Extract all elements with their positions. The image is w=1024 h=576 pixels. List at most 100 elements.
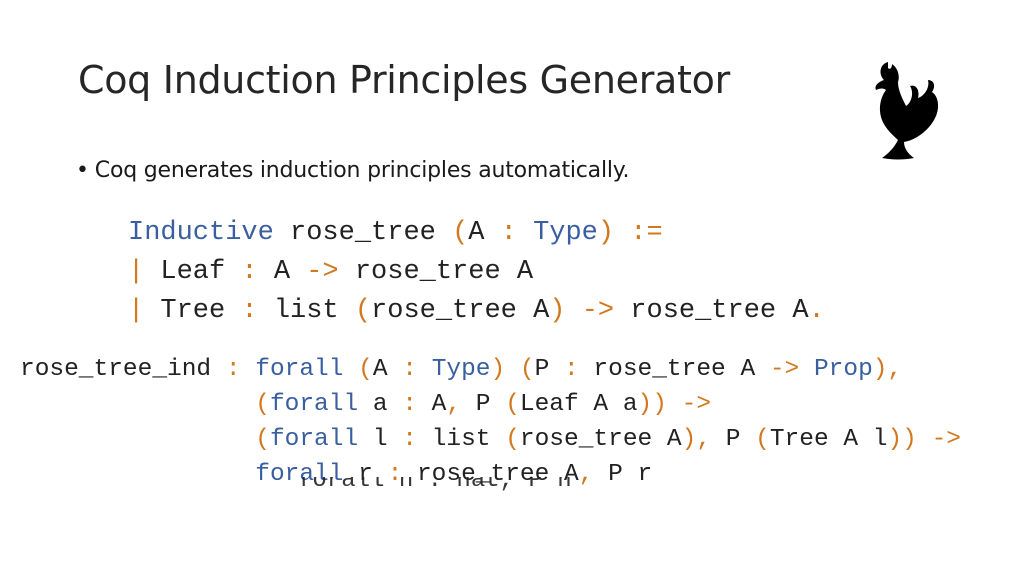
definition-line-1: Inductive rose_tree (A : Type) := xyxy=(128,214,825,253)
code-token: -> xyxy=(931,426,961,453)
code-token: ( xyxy=(505,391,520,418)
code-token: a xyxy=(358,391,403,418)
code-token: forall xyxy=(269,391,359,418)
code-token: Tree xyxy=(144,296,242,326)
code-token: Tree A l xyxy=(769,426,888,453)
code-token: : xyxy=(564,356,579,383)
code-token: ( xyxy=(255,426,270,453)
code-token: rose_tree A xyxy=(614,296,809,326)
code-token: ( xyxy=(255,391,270,418)
code-token: Type xyxy=(431,356,491,383)
code-token: -> xyxy=(769,356,800,383)
code-token: A xyxy=(468,218,501,248)
code-token: A xyxy=(257,257,307,287)
code-token: )) xyxy=(887,426,917,453)
code-token xyxy=(343,356,358,383)
code-token: list xyxy=(257,296,355,326)
code-token: rose_tree xyxy=(273,218,453,248)
code-token: ( xyxy=(519,356,535,383)
bullet-text: Coq generates induction principles autom… xyxy=(94,158,630,183)
code-token: -> xyxy=(681,391,712,418)
code-token: : xyxy=(402,391,417,418)
overlapped-code-text: forall n : nat, P n xyxy=(298,477,572,491)
code-token: ( xyxy=(354,296,372,326)
code-token: list xyxy=(416,426,506,453)
code-token: P xyxy=(534,356,565,383)
code-token: A xyxy=(372,356,403,383)
code-token: , xyxy=(446,391,462,418)
code-token: : xyxy=(402,356,417,383)
code-token: forall xyxy=(255,356,344,383)
code-token: ( xyxy=(452,218,469,248)
code-token: Inductive xyxy=(128,218,274,248)
code-token xyxy=(20,426,255,453)
code-token: Type xyxy=(533,218,598,248)
code-token: rose_tree_ind xyxy=(20,356,226,383)
code-token: : xyxy=(387,461,403,488)
code-token: ) xyxy=(490,356,506,383)
code-token: , xyxy=(887,356,903,383)
code-token xyxy=(20,461,255,488)
code-token: rose_tree A xyxy=(402,461,579,488)
definition-line-2: | Leaf : A -> rose_tree A xyxy=(128,253,825,292)
definition-line-3: | Tree : list (rose_tree A) -> rose_tree… xyxy=(128,292,825,331)
code-token: : xyxy=(241,257,258,287)
code-token: ( xyxy=(358,356,373,383)
code-token: l xyxy=(358,426,403,453)
code-token: : xyxy=(402,426,417,453)
code-token: A xyxy=(416,391,447,418)
code-token: P xyxy=(461,391,506,418)
code-token: )) xyxy=(637,391,667,418)
code-token xyxy=(505,356,520,383)
code-token: ( xyxy=(755,426,770,453)
slide-title: Coq Induction Principles Generator xyxy=(78,58,730,102)
code-token xyxy=(799,356,814,383)
code-token xyxy=(667,391,682,418)
code-token: ( xyxy=(505,426,520,453)
code-token: ) xyxy=(549,296,566,326)
code-token: P r xyxy=(593,461,653,488)
code-token: : xyxy=(500,218,517,248)
inductive-definition: Inductive rose_tree (A : Type) :=| Leaf … xyxy=(128,214,825,331)
code-token: ) xyxy=(597,218,615,248)
principle-line-4: forall r : rose_tree A, P r xyxy=(20,457,961,492)
code-token: : xyxy=(225,356,241,383)
code-token: rose_tree A xyxy=(578,356,770,383)
code-token xyxy=(517,218,533,248)
principle-line-2: (forall a : A, P (Leaf A a)) -> xyxy=(20,387,961,422)
code-token xyxy=(241,356,256,383)
code-token: forall xyxy=(269,426,359,453)
principle-line-3: (forall l : list (rose_tree A), P (Tree … xyxy=(20,422,961,457)
code-token: r xyxy=(343,461,388,488)
bullet-marker: • xyxy=(76,158,89,183)
principle-line-1: rose_tree_ind : forall (A : Type) (P : r… xyxy=(20,352,961,387)
code-token: P xyxy=(711,426,756,453)
code-token xyxy=(565,296,581,326)
code-token: -> xyxy=(306,257,339,287)
code-token: := xyxy=(630,218,663,248)
code-token xyxy=(614,218,630,248)
code-token: , xyxy=(578,461,594,488)
code-token: rose_tree A xyxy=(371,296,550,326)
code-token: -> xyxy=(581,296,615,326)
code-token: : xyxy=(241,296,258,326)
code-token: . xyxy=(808,296,825,326)
code-token: ) xyxy=(872,356,888,383)
bullet-item: •Coq generates induction principles auto… xyxy=(76,158,629,183)
code-token: Leaf xyxy=(144,257,242,287)
overlapped-code-fragment: forall n : nat, P n xyxy=(298,477,572,491)
code-token: rose_tree A xyxy=(519,426,682,453)
code-token: rose_tree A xyxy=(338,257,534,287)
code-token xyxy=(417,356,432,383)
code-token: | xyxy=(128,296,145,326)
code-token: forall xyxy=(255,461,344,488)
code-token: ) xyxy=(681,426,697,453)
coq-rooster-icon xyxy=(875,62,939,160)
code-token: , xyxy=(696,426,712,453)
induction-principle: rose_tree_ind : forall (A : Type) (P : r… xyxy=(20,352,961,492)
code-token: Prop xyxy=(813,356,873,383)
code-token: Leaf A a xyxy=(519,391,638,418)
code-token xyxy=(20,391,255,418)
code-token: | xyxy=(128,257,145,287)
